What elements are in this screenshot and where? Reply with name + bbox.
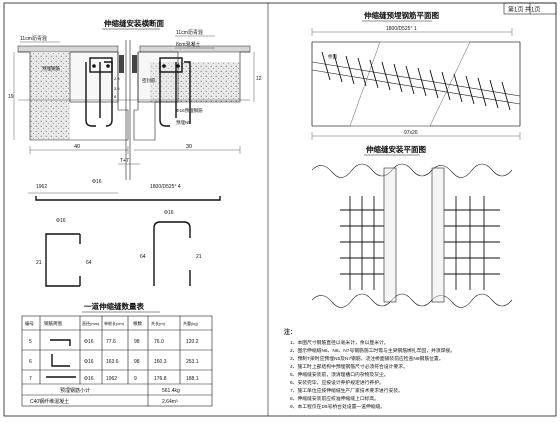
elevation-title: 伸缩缝安装横断面 <box>103 18 164 28</box>
plan-top-dim: 1800/D525° 1 <box>386 26 417 32</box>
note-8: 8、伸缩缝安装前应校准伸缩缝上口标高。 <box>290 395 379 402</box>
rebar-shapes: 1962 Φ16 1800/D525° 4 Φ16 21 64 Φ16 64 2… <box>28 179 221 287</box>
td-0-6: 120.2 <box>186 339 199 345</box>
td-1-5: 160.3 <box>154 359 167 365</box>
note-5: 5、伸缩缝安装前，须清理槽口内杂物及灰尘。 <box>290 371 389 378</box>
th-4: 根数 <box>133 320 142 327</box>
td-1-4: 98 <box>134 359 140 365</box>
th-0: 编号 <box>25 320 34 327</box>
rebar-label-a: Φ16 <box>92 179 102 185</box>
table-title: 一道伸缩缝数量表 <box>84 301 144 311</box>
embedded-rebar-plan: 伸缩缝预埋钢筋平面图 1800/D525° 1 桥面 <box>311 10 521 140</box>
elev-label-left-embed: 预埋钢筋 <box>42 65 60 72</box>
td-2-4: 9 <box>134 376 137 382</box>
td-0-3: 77.6 <box>106 339 116 345</box>
table-total-value: 561.4kg <box>162 388 180 394</box>
td-2-5: 176.8 <box>154 376 167 382</box>
elev-dim-gap: T+7 <box>120 158 129 164</box>
td-1-3: 163.6 <box>106 359 119 365</box>
note-7: 7、施工单位应按伸缩缝生产厂家技术要求进行安装。 <box>290 387 403 394</box>
plan-tag: 桥面 <box>328 53 337 60</box>
install-plan-title: 伸缩缝安装平面图 <box>365 144 426 154</box>
rebar-dim-hook: 1962 <box>36 184 47 190</box>
elev-dim-height-left: 19 <box>8 94 14 100</box>
rebar-len-d: 21 <box>196 254 202 260</box>
note-4: 4、施工时上部结构中预埋钢筋尺寸必须符合设计要求。 <box>290 363 408 370</box>
table-total-label: 预埋钢筋小计 <box>60 387 90 394</box>
th-6: 共重(kg) <box>183 320 199 326</box>
rebar-len-b: 64 <box>86 260 92 266</box>
notes: 注： 1、本图尺寸钢筋直径以毫米计，余以厘米计。 2、图示伸缩缝N5、N6、N7… <box>284 328 455 410</box>
install-plan: 伸缩缝安装平面图 <box>311 144 513 308</box>
elev-dim-height-right: 12 <box>256 76 262 82</box>
rebar-label-b: Φ16 <box>56 218 66 224</box>
th-1: 钢筋简图 <box>44 320 62 327</box>
td-0-4: 98 <box>134 339 140 345</box>
table-concrete-value: 2.64m³ <box>162 399 178 405</box>
th-3: 单根长(cm) <box>104 320 125 326</box>
td-2-0: 7 <box>29 376 32 382</box>
td-2-2: Φ16 <box>84 376 94 382</box>
note-1: 1、本图尺寸钢筋直径以毫米计，余以厘米计。 <box>290 339 389 346</box>
sheet-border <box>3 2 557 417</box>
rebar-dim-top: 1800/D525° 4 <box>150 184 181 190</box>
note-3: 3、预制T梁时应预埋N5及N7钢筋，浇注桥面铺装前应检查N6钢筋位置。 <box>290 355 444 362</box>
td-1-0: 6 <box>29 359 32 365</box>
page-label-box: 第1页 共1页 <box>503 2 557 15</box>
quantity-table: 一道伸缩缝数量表 编号 钢筋简图 直径(mm) 单根长(cm) 根数 共长(m)… <box>21 301 213 407</box>
elev-dim-mid-a: 2.5 <box>114 76 120 81</box>
plan-bottom-dim: 97x26 <box>404 130 418 136</box>
td-2-6: 188.1 <box>186 376 199 382</box>
page-label: 第1页 共1页 <box>508 6 540 14</box>
elev-label-top-left: 11cm沥青混 <box>20 35 47 42</box>
note-6: 6、安装完毕，应按设计养护规定进行养护。 <box>290 379 384 386</box>
td-1-6: 253.1 <box>186 359 199 365</box>
td-0-5: 76.0 <box>154 339 164 345</box>
elev-label-top-right: 11cm沥青混 <box>176 29 203 36</box>
note-9: 9、本工程仅在D5号桥台处设置一道伸缩缝。 <box>290 403 385 410</box>
td-2-3: 1962 <box>106 376 117 382</box>
th-5: 共长(m) <box>151 320 166 326</box>
notes-title: 注： <box>284 328 296 336</box>
plan-title: 伸缩缝预埋钢筋平面图 <box>363 10 439 20</box>
elev-dim-mid-b: 3.5 <box>114 86 120 91</box>
elev-label-right-bar: Φ16预埋钢筋 <box>176 107 203 114</box>
elev-label-seal: 密封胶 <box>142 77 156 84</box>
rebar-label-c: Φ16 <box>164 210 174 216</box>
elevation-view: 伸缩缝安装横断面 11cm沥青混 <box>8 18 262 180</box>
note-2: 2、图示伸缩缝N5、N6、N7号钢筋施工时需与主梁钢筋绑扎牢固，并须焊接。 <box>290 347 455 354</box>
td-0-0: 5 <box>29 339 32 345</box>
elev-dim-right-width: 30 <box>186 144 192 150</box>
table-concrete-label: C40钢纤维混凝土 <box>30 398 69 405</box>
elev-dim-mid-c: 8 <box>114 94 117 99</box>
rebar-len-c: 64 <box>140 254 146 260</box>
th-2: 直径(mm) <box>82 320 100 326</box>
td-0-2: Φ16 <box>84 339 94 345</box>
td-1-2: Φ16 <box>84 359 94 365</box>
elev-label-anchor: 预埋N5 <box>176 119 191 126</box>
elev-label-mid-right: 8cm混凝土 <box>176 41 200 48</box>
rebar-len-a: 21 <box>36 260 42 266</box>
elev-dim-left-width: 40 <box>74 144 80 150</box>
